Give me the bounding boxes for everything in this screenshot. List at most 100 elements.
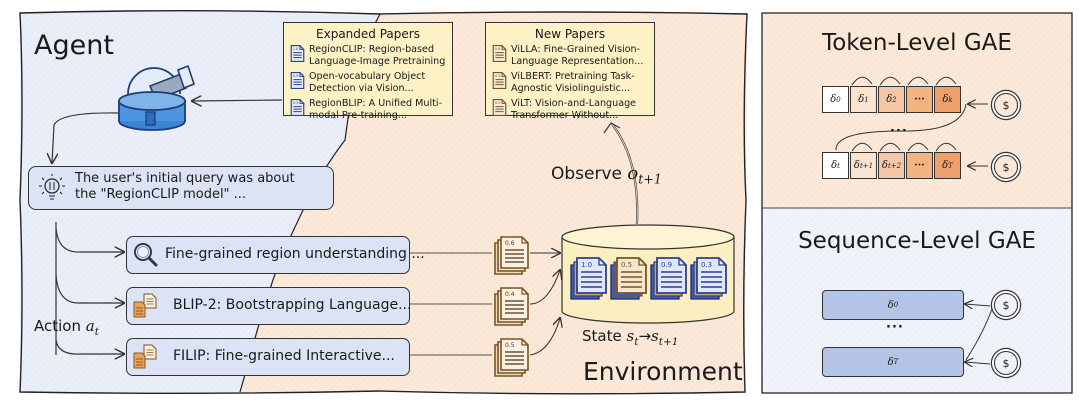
observe-label: Observe ot+1 [551,163,662,187]
paper-stack-icon [133,293,157,318]
document-icon: 0.5 [492,72,507,89]
paper-list-item: 0.3 RegionBLIP: A Unified Multi-modal Pre… [290,98,446,122]
arrow-action-1 [55,227,124,252]
user-query-box: The user's initial query was about the "… [28,166,334,210]
new-papers-title: New Papers [534,27,606,41]
arrow-papers-to-agent [192,100,283,101]
paper-title-line: ViLT: Vision-and-Language [511,98,637,109]
state-database-icon [561,224,735,324]
token-advantage-cell: ··· [906,86,933,113]
document-stack-icon: 1.0 [570,257,607,300]
paper-title-line: ViLBERT: Pretraining Task- [511,71,635,82]
paper-stack-icon: 0.4 [494,287,529,326]
token-rows-ellipsis: ··· [890,124,908,139]
user-query-text: The user's initial query was about the "… [75,171,295,202]
database-paper-score: 0.9 [661,261,672,269]
arrow-action-2 [55,274,124,303]
arrow-agent-to-query [52,112,119,163]
document-icon: 0.9 [290,72,305,89]
expanded-papers-title: Expanded Papers [316,27,420,41]
action-text: BLIP-2: Bootstrapping Language... [173,297,412,313]
paper-list-item: 0.5 ViLBERT: Pretraining Task-Agnostic Vi… [492,71,648,95]
action-text: Fine-grained region understanding ... [165,246,425,262]
paper-stack-icon [133,344,157,369]
document-icon: 0.3 [290,99,305,116]
document-icon: 1.0 [290,45,305,62]
action-label: Action at [34,317,99,338]
database-paper-score: 0.3 [701,261,712,269]
paper-title-line: modal Pre-training... [309,110,407,121]
reward-coin-icon: $ [994,155,1018,179]
sequence-gae-title: Sequence-Level GAE [798,228,1036,254]
arrow-action-3 [55,339,124,354]
action-text: FILIP: Fine-grained Interactive... [173,348,395,364]
lightbulb-icon [39,174,65,200]
database-paper-icon: 0.3 [689,255,729,301]
paper-title-line: ViLLA: Fine-Grained Vision- [511,44,641,55]
reward-coin-icon: $ [994,93,1018,117]
paper-title-line: RegionBLIP: A Unified Multi- [309,98,443,109]
paper-title-line: Open-vocabulary Object [309,71,426,82]
paper-title-line: Language Representation... [511,56,644,67]
paper-stack-score: 0.5 [505,342,515,349]
sequence-ellipsis: ··· [886,320,904,335]
action-box: Fine-grained region understanding ... [126,236,425,274]
paper-list-item: 0.6 ViLLA: Fine-Grained Vision-Language R… [492,44,648,68]
paper-stack-icon: 0.5 [494,338,529,377]
document-stack-icon: 0.3 [690,257,727,300]
reward-coin-icon: $ [994,351,1018,375]
search-icon [134,243,158,267]
observatory-icon [118,64,195,131]
document-score: 0.5 [495,74,500,78]
paper-title-line: Transformer Without... [511,110,619,121]
token-backprop-arrows [835,76,994,364]
paper-title-line: Detection via Vision... [309,83,414,94]
state-label: State st→st+1 [582,327,679,348]
database-paper-icon: 0.9 [649,255,689,301]
database-paper-icon: 1.0 [569,255,609,301]
document-score: 0.9 [293,74,298,78]
paper-title-line: RegionCLIP: Region-based [309,44,435,55]
document-stack-icon: 0.5 [610,257,647,300]
expanded-papers-note: Expanded Papers 1.0 RegionCLIP: Region-ba… [283,22,453,121]
main-frame-border [19,10,748,395]
paper-stack-score: 0.6 [505,240,515,247]
document-stack-icon: 0.9 [650,257,687,300]
paper-stack-icon: 0.6 [494,236,529,275]
action-box: BLIP-2: Bootstrapping Language... [126,287,412,325]
paper-title-line: Agnostic Visiolinguistic... [511,83,630,94]
action-box: FILIP: Fine-grained Interactive... [126,338,410,376]
paper-title-line: Language-Image Pretraining [309,56,446,67]
paper-stack-score: 0.4 [505,291,515,298]
retrieved-paper-stack-icon: 0.6 [492,234,530,276]
agent-title: Agent [34,30,114,61]
document-score: 1.0 [293,47,298,51]
document-score: 0.3 [293,101,298,105]
token-advantage-cell: ··· [906,152,933,179]
new-papers-note: New Papers 0.6 ViLLA: Fine-Grained Vision… [485,22,655,121]
document-score: 0.5 [495,101,500,105]
document-score: 0.6 [495,47,500,51]
environment-title: Environment [583,357,743,386]
token-gae-title: Token-Level GAE [822,30,1012,56]
document-icon: 0.6 [492,45,507,62]
database-paper-icon: 0.5 [609,255,649,301]
document-icon: 0.5 [492,99,507,116]
retrieved-paper-stack-icon: 0.4 [492,285,530,327]
database-paper-score: 0.5 [621,261,632,269]
retrieved-paper-stack-icon: 0.5 [492,336,530,378]
reward-coin-icon: $ [994,293,1018,317]
